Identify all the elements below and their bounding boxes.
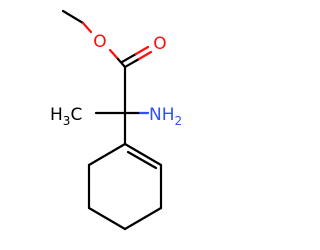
atom-ester-oxygen: O	[93, 32, 106, 52]
amine-nh: NH	[149, 105, 175, 125]
ring-bond-1-2	[123, 142, 163, 167]
ring-bond-3-4	[123, 206, 163, 231]
atom-carbonyl-oxygen: O	[153, 34, 166, 54]
bond-carbonyl-double-2-red	[134, 45, 150, 56]
amine-subscript: 2	[175, 114, 183, 128]
atom-methyl-group: H3C	[50, 105, 82, 128]
bond-methyl-o-red	[81, 21, 93, 34]
ring-bond-4-5	[87, 206, 127, 231]
ring-bond-1-2-inner	[126, 150, 158, 170]
methyl-subscript: 3	[63, 114, 71, 128]
ring-bond-6-1	[87, 142, 127, 167]
methyl-c: C	[70, 105, 82, 125]
atom-amine-group: NH2	[149, 105, 182, 128]
bond-carbonyl-double-1-red	[137, 50, 153, 61]
bond-methyl-o	[61, 9, 85, 25]
methyl-h: H	[50, 105, 63, 125]
bond-carbonyl-double-2	[120, 52, 138, 64]
bond-carbonyl-double-1	[123, 57, 141, 69]
bond-o-carbonyl	[116, 57, 127, 69]
chemical-structure: O O H3C NH2	[50, 9, 182, 231]
bond-o-carbonyl-red	[108, 48, 120, 61]
